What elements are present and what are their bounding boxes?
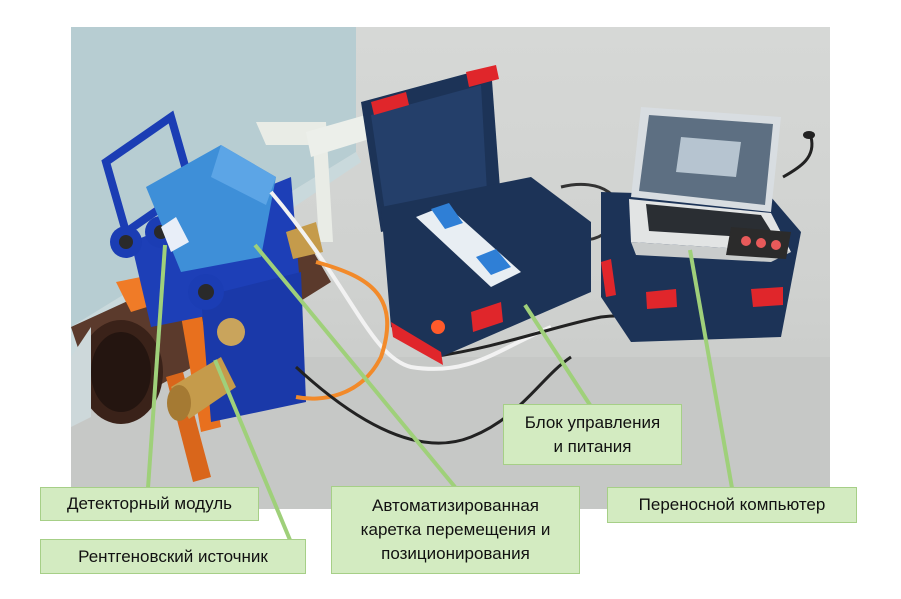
label-carriage: Автоматизированная каретка перемещения и… xyxy=(331,486,580,574)
label-xray-source: Рентгеновский источник xyxy=(40,539,306,574)
label-control-unit: Блок управления и питания xyxy=(503,404,682,465)
label-detector-module: Детекторный модуль xyxy=(40,487,259,521)
label-laptop: Переносной компьютер xyxy=(607,487,857,523)
photo-illustration xyxy=(71,27,830,509)
equipment-photo xyxy=(71,27,830,509)
